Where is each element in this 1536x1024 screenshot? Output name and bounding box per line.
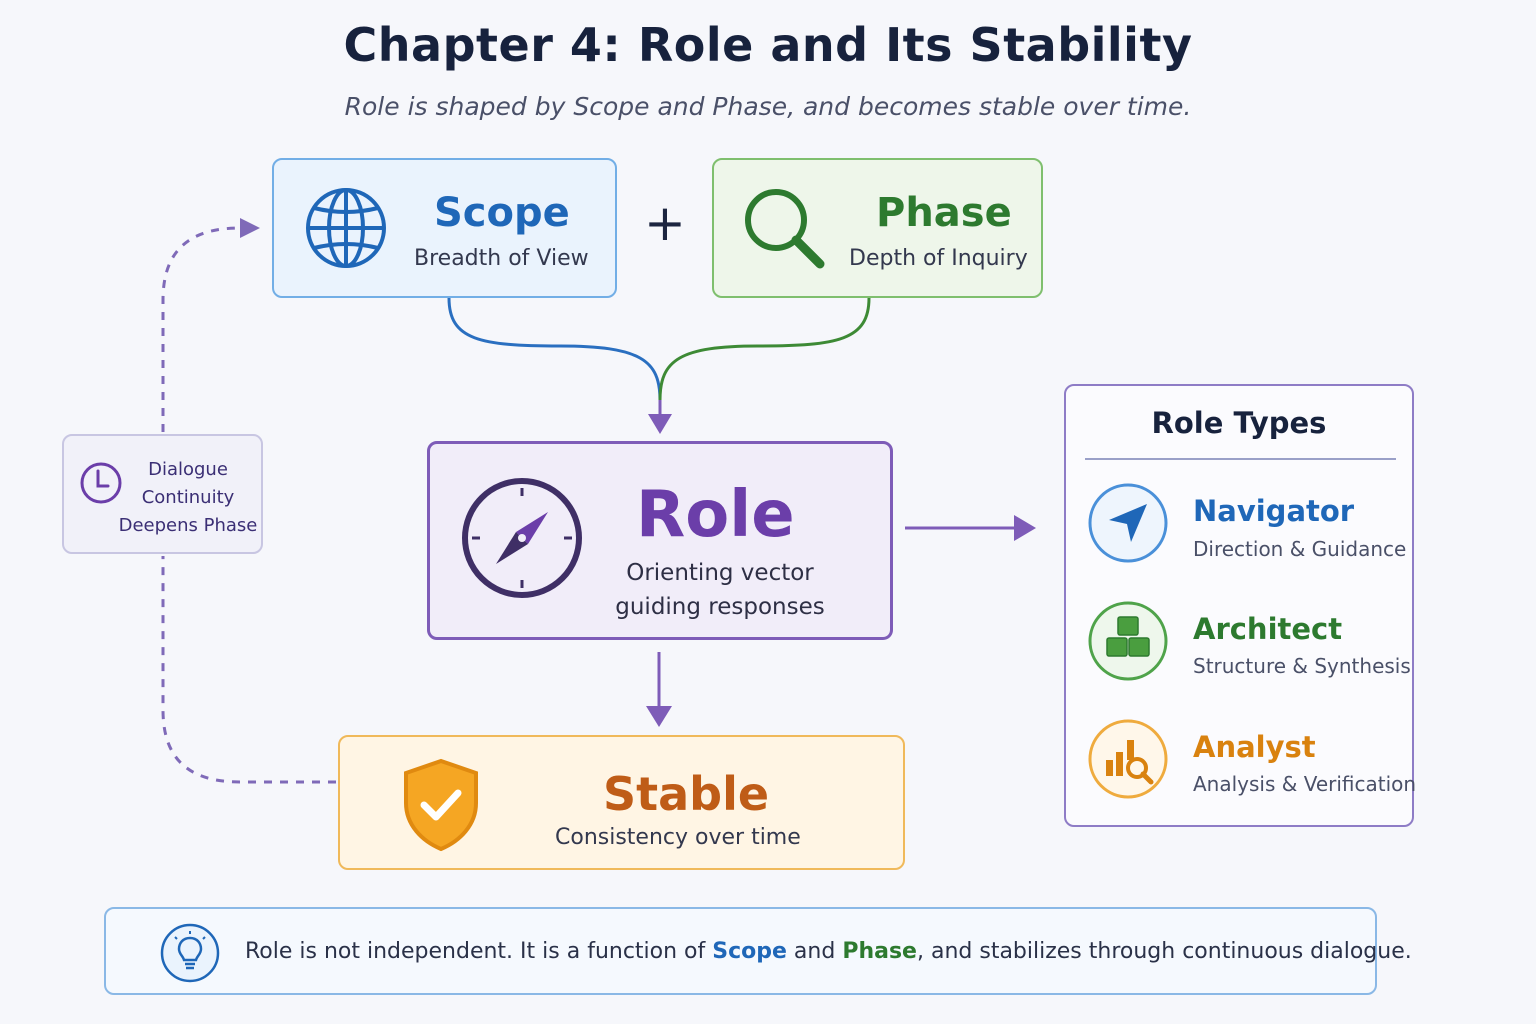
scope-box: Scope Breadth of View [272,158,617,298]
note-middle: and [786,939,843,964]
navigation-arrow-icon [1088,483,1168,563]
compass-icon [462,478,582,598]
dialogue-line1: Dialogue [148,459,228,480]
stable-subtitle: Consistency over time [555,825,801,850]
role-description-line1: Orienting vector [626,560,814,586]
scope-to-role-connector [447,297,662,401]
chart-magnifier-icon [1088,719,1168,799]
lightbulb-icon [160,923,220,983]
role-types-panel: Role Types Navigator Direction & Guidanc… [1064,384,1417,827]
role-types-divider [1085,458,1396,460]
role-box: Role Orienting vector guiding responses [427,441,893,640]
magnifier-icon [745,189,825,269]
page-title: Chapter 4: Role and Its Stability [343,18,1193,72]
note-prefix: Role is not independent. It is a functio… [245,939,713,964]
stable-box: Stable Consistency over time [338,735,905,870]
globe-icon [306,188,386,268]
dialogue-line3: Deepens Phase [118,515,258,536]
dialogue-to-scope-dashed-connector [161,226,241,432]
clock-icon [80,462,122,504]
phase-to-role-connector [658,297,871,401]
stable-title: Stable [603,767,770,821]
role-types-title: Role Types [1151,406,1327,440]
dialogue-box: Dialogue Continuity Deepens Phase [62,434,263,554]
merge-arrowhead [648,414,672,434]
role-type-desc-architect: Structure & Synthesis [1193,654,1411,678]
dialogue-line2: Continuity [141,487,235,508]
note-suffix: , and stabilizes through continuous dial… [916,939,1412,964]
phase-box: Phase Depth of Inquiry [712,158,1043,298]
summary-note-text: Role is not independent. It is a functio… [245,939,1412,964]
role-title: Role [636,478,795,552]
stable-to-dialogue-dashed-connector [161,556,336,784]
scope-subtitle: Breadth of View [414,246,589,271]
dialogue-text: Dialogue Continuity Deepens Phase [118,456,258,540]
role-description: Orienting vector guiding responses [580,556,860,624]
scope-title: Scope [434,190,570,236]
role-type-name-architect: Architect [1193,612,1343,646]
phase-subtitle: Depth of Inquiry [849,246,1028,271]
role-description-line2: guiding responses [615,594,825,620]
role-to-stable-arrowhead [646,706,672,727]
role-type-name-navigator: Navigator [1193,494,1355,528]
shield-check-icon [404,758,478,852]
role-type-desc-analyst: Analysis & Verification [1193,772,1417,796]
page-subtitle: Role is shaped by Scope and Phase, and b… [344,92,1192,121]
summary-note: Role is not independent. It is a functio… [104,907,1412,995]
note-phase-highlight: Phase [842,939,917,964]
role-to-types-arrowhead [1014,515,1036,541]
role-type-desc-navigator: Direction & Guidance [1193,537,1407,561]
note-scope-highlight: Scope [712,939,787,964]
cubes-icon [1088,601,1168,681]
plus-sign: + [644,194,686,252]
phase-title: Phase [876,190,1012,236]
role-type-name-analyst: Analyst [1193,730,1316,764]
dialogue-to-scope-arrowhead [240,218,260,238]
